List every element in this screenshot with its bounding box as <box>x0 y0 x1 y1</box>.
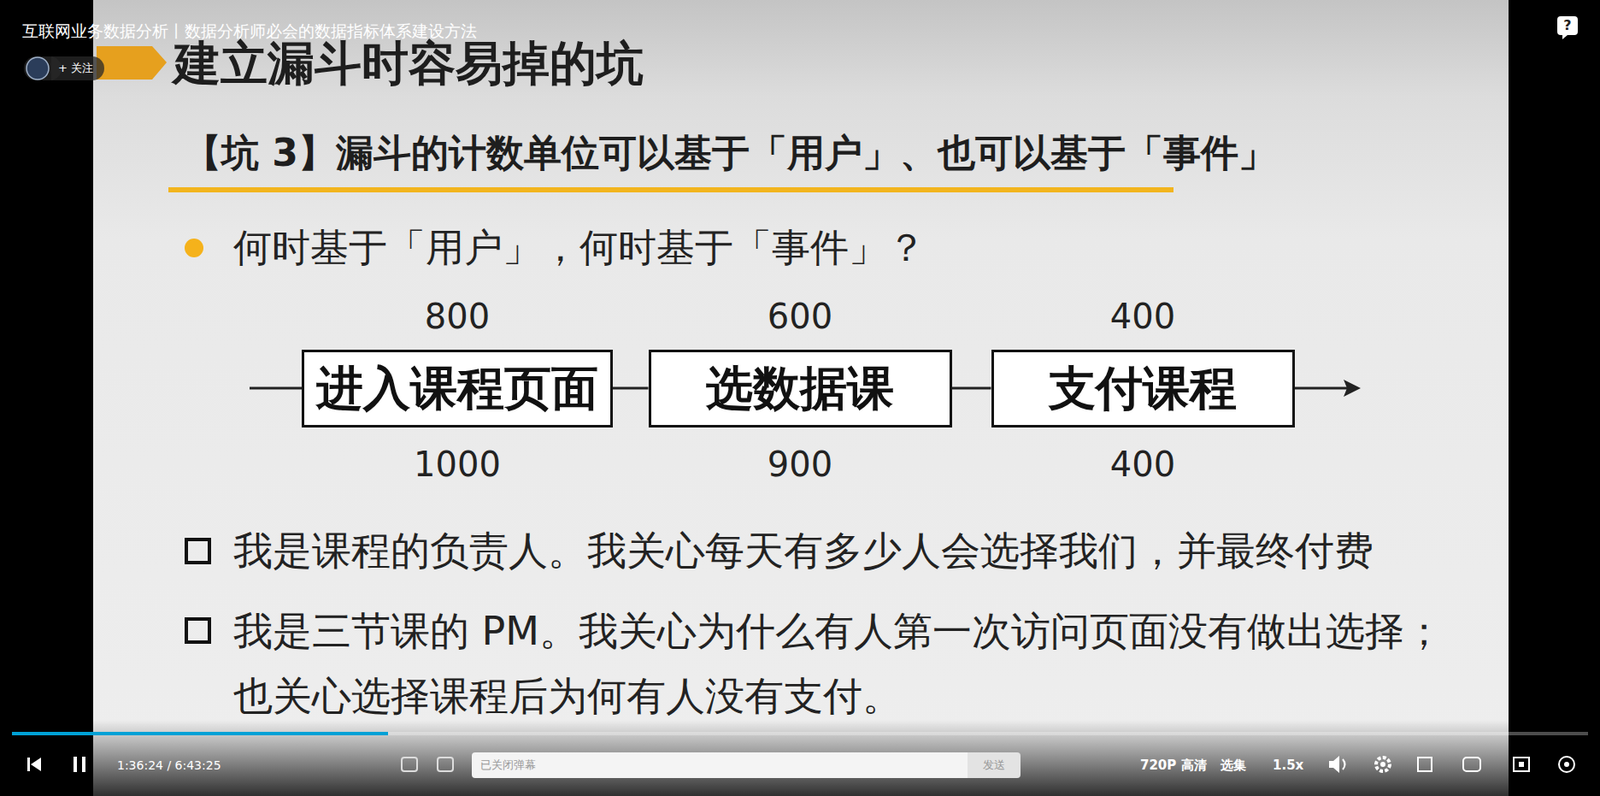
node-text: 进入课程页面 <box>316 359 599 417</box>
fullscreen-icon <box>1518 761 1524 767</box>
funnel-connector <box>952 387 992 390</box>
video-title: 互联网业务数据分析丨数据分析师必会的数据指标体系建设方法 <box>22 21 477 42</box>
quality-button: 720P 高清 <box>1140 757 1207 773</box>
checkbox-square <box>186 539 210 563</box>
help-mark: ? <box>1563 17 1571 34</box>
help-icon <box>1557 16 1578 36</box>
play-time: 1:36:24 / 6:43:25 <box>117 758 222 773</box>
checkbox-square <box>186 618 210 642</box>
danmaku-icon <box>401 757 418 771</box>
volume-icon <box>1329 755 1340 773</box>
node-text: 支付课程 <box>1048 359 1237 417</box>
widescreen-icon <box>1463 757 1481 771</box>
extra-icon <box>1558 756 1575 772</box>
pause-icon <box>82 756 86 772</box>
progress-track <box>11 731 1589 736</box>
episodes-button: 选集 <box>1220 757 1247 773</box>
danmaku-input: 已关闭弹幕 <box>471 752 968 778</box>
avatar <box>26 57 49 80</box>
slide-title: 建立漏斗时容易掉的坑 <box>173 35 644 92</box>
user-count: 600 <box>767 295 833 337</box>
bullet-dot <box>184 238 204 258</box>
title-chevron <box>96 46 167 80</box>
settings-icon <box>1380 761 1386 767</box>
section-heading: 【坑 3】漏斗的计数单位可以基于「用户」、也可以基于「事件」 <box>183 130 1277 177</box>
settings-icon <box>1376 757 1390 771</box>
speed-button: 1.5x <box>1272 757 1304 773</box>
funnel-connector <box>612 387 649 390</box>
checkbox-item: 我是三节课的 PM。我关心为什么有人第一次访问页面没有做出选择； 也关心选择课程… <box>233 598 1465 729</box>
volume-icon <box>1342 758 1346 770</box>
pip-icon <box>1417 757 1432 771</box>
event-count: 900 <box>767 443 833 485</box>
node-text: 选数据课 <box>705 359 895 417</box>
funnel-step-box: 支付课程 <box>991 349 1295 428</box>
event-count: 400 <box>1110 443 1176 485</box>
user-count: 400 <box>1110 295 1176 337</box>
event-count: 1000 <box>413 443 501 485</box>
fullscreen-icon <box>1513 757 1530 771</box>
help-icon-tail <box>1562 35 1568 40</box>
pause-icon <box>73 756 77 772</box>
extra-icon <box>1564 761 1570 767</box>
send-button: 发送 <box>967 752 1021 778</box>
heading-underline <box>168 187 1174 193</box>
user-count: 800 <box>424 295 490 337</box>
node-text: 已关闭弹幕 <box>480 758 536 772</box>
danmaku-settings-icon <box>437 757 453 771</box>
bullet-question: 何时基于「用户」，何时基于「事件」？ <box>233 224 926 271</box>
funnel-step-box: 选数据课 <box>648 349 953 428</box>
checkbox-item: 我是课程的负责人。我关心每天有多少人会选择我们，并最终付费 <box>233 527 1374 575</box>
progress-fill <box>11 731 389 736</box>
prev-icon <box>30 757 42 771</box>
prev-icon <box>27 757 30 771</box>
node-text: + 关注 <box>58 61 94 76</box>
funnel-step-box: 进入课程页面 <box>301 349 613 428</box>
lead-out-arrowhead <box>1343 379 1361 397</box>
node-text: 发送 <box>982 758 1006 772</box>
follow-button: + 关注 <box>51 56 105 81</box>
player-bar <box>0 719 1600 796</box>
